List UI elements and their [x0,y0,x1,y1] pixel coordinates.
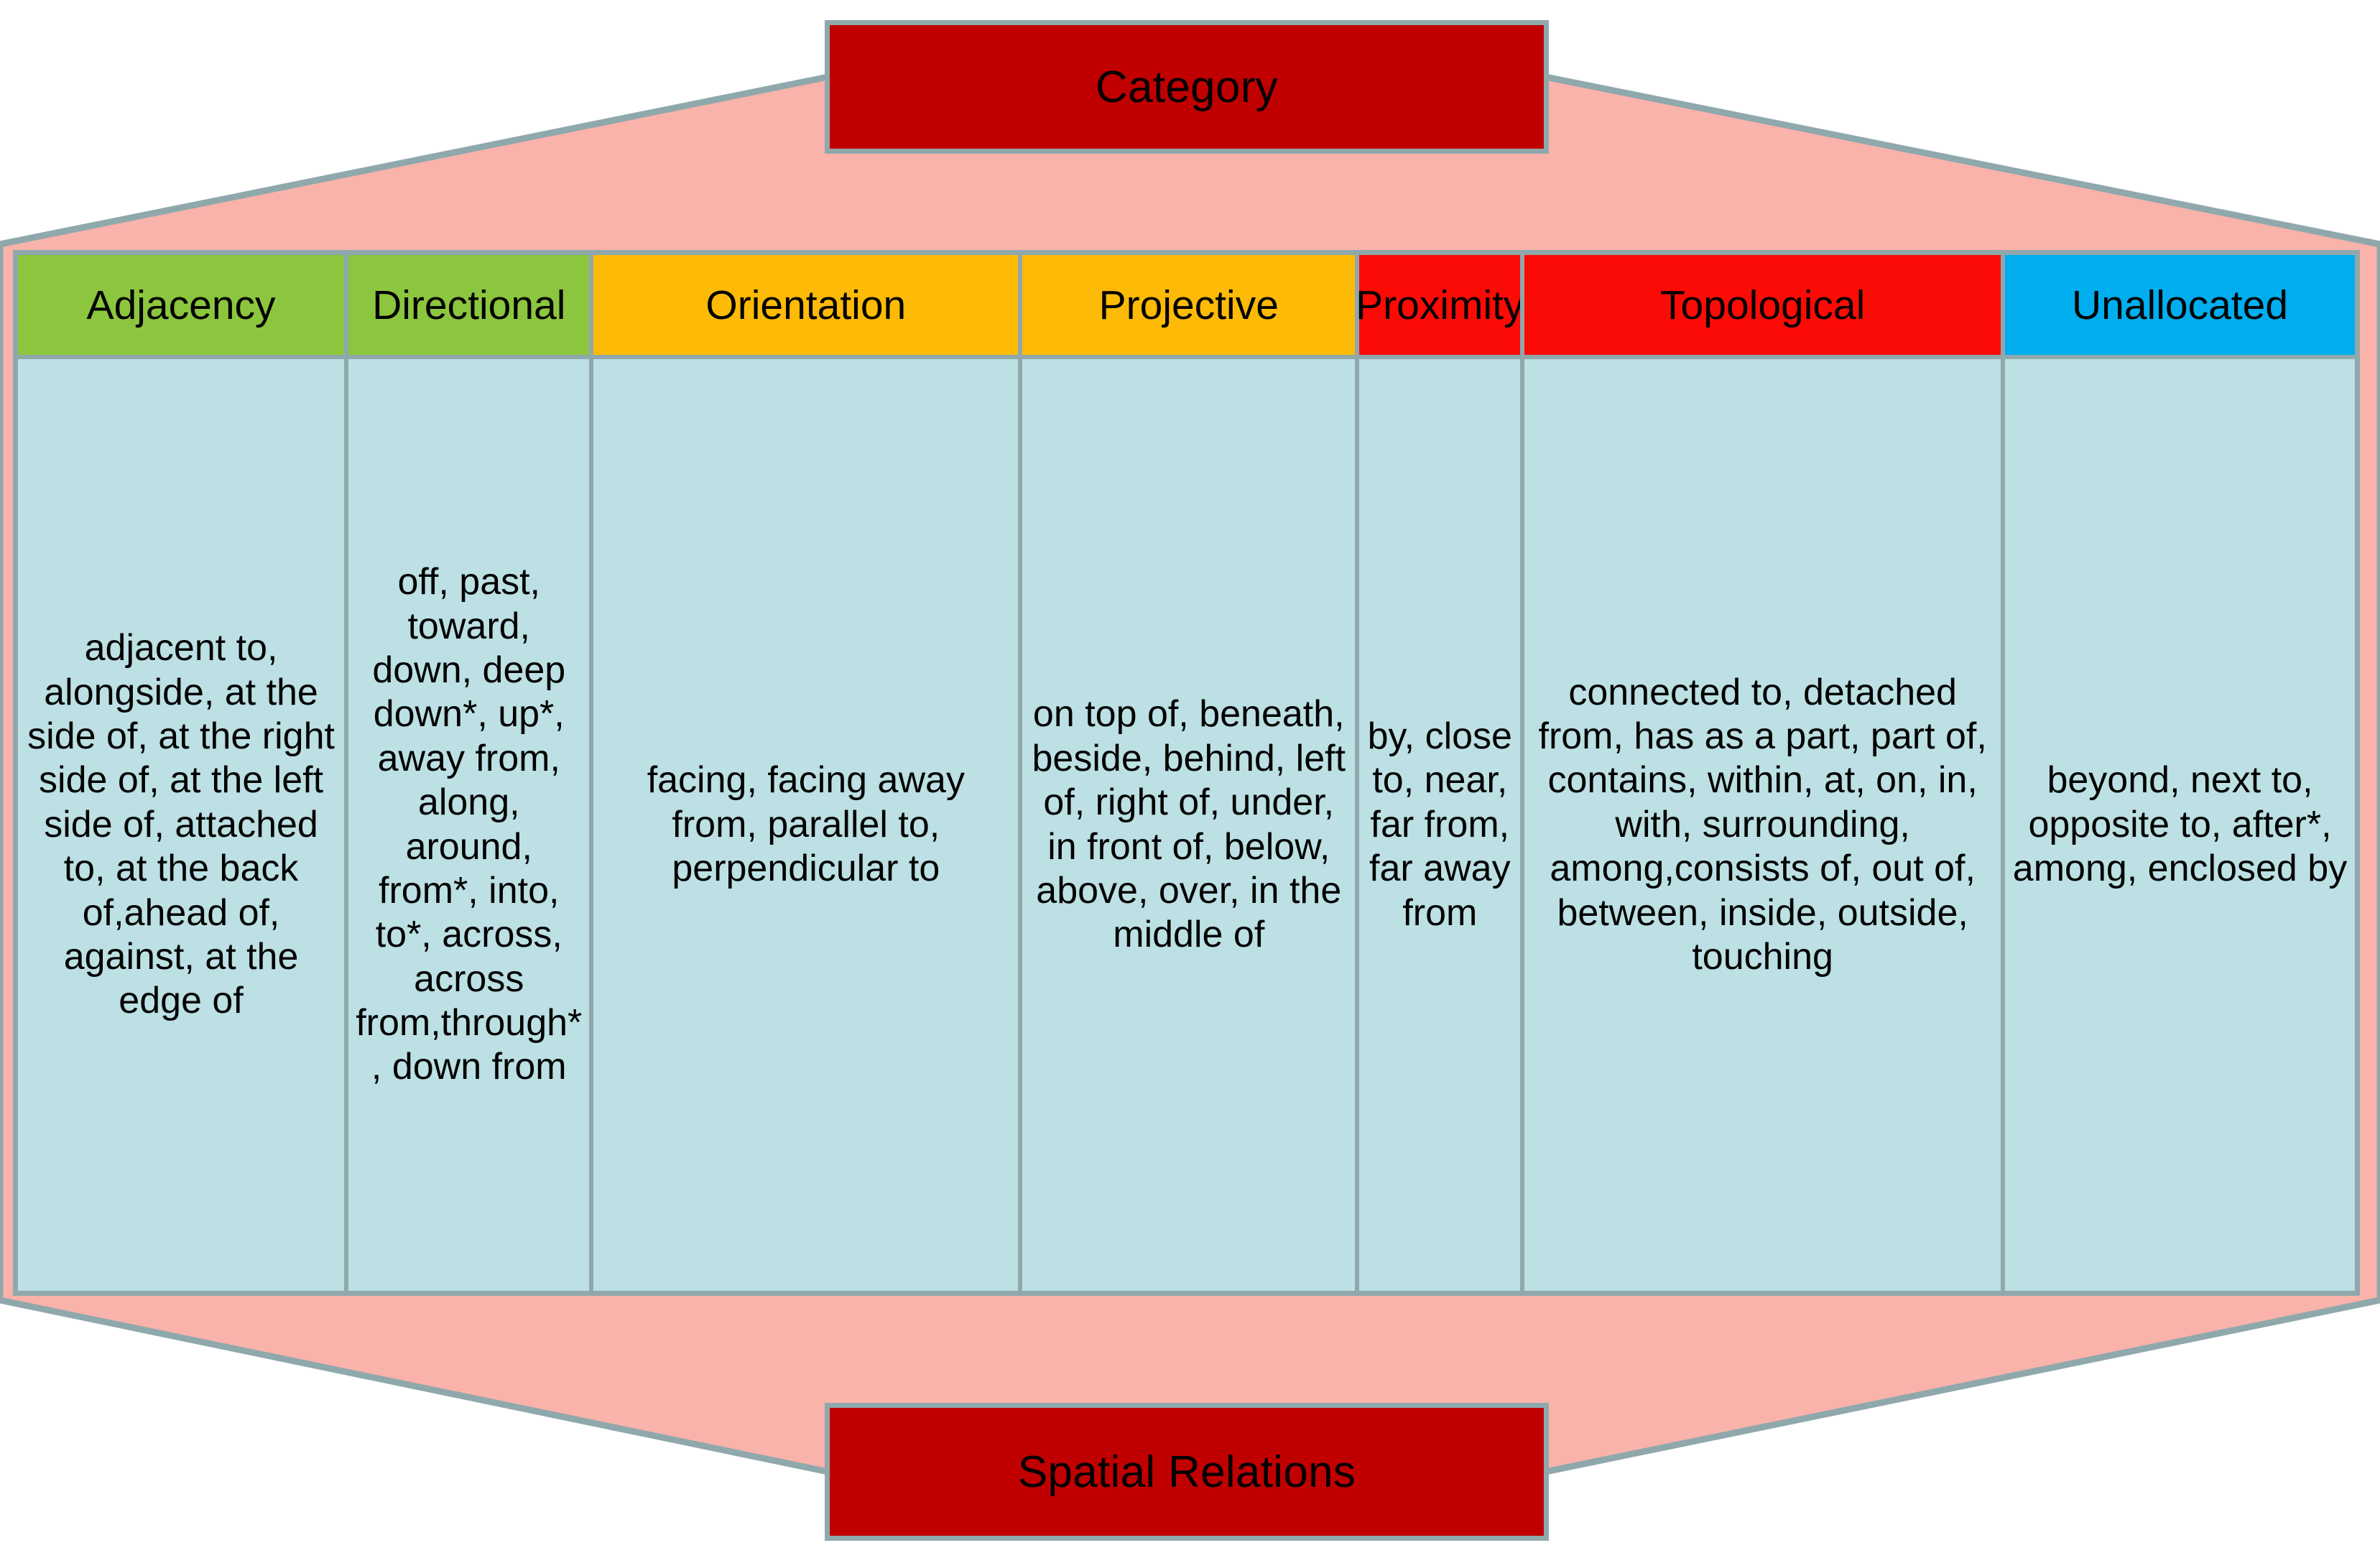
table-column-topological: Topological connected to, detached from,… [1520,250,2005,1296]
column-terms-unallocated: beyond, next to, opposite to, after*, am… [2004,359,2356,1296]
table-column-proximity: Proximity by, close to, near, far from, … [1355,250,1525,1296]
column-terms-proximity: by, close to, near, far from, far away f… [1359,359,1521,1296]
column-terms-adjacency: adjacent to, alongside, at the side of, … [18,359,345,1296]
column-header-proximity: Proximity [1356,250,1524,359]
column-terms-orientation: facing, facing away from, parallel to, p… [593,359,1019,1296]
category-title-label: Category [1096,62,1278,112]
column-header-label: Proximity [1356,282,1524,328]
category-title-box: Category [825,20,1549,154]
column-header-topological: Topological [1524,250,2001,359]
column-header-directional: Directional [348,250,590,359]
column-header-label: Adjacency [86,282,276,328]
category-table: Adjacency adjacent to, alongside, at the… [13,250,2361,1296]
column-header-label: Directional [372,282,566,328]
column-header-label: Unallocated [2071,282,2289,328]
column-terms-directional: off, past, toward, down, deep down*, up*… [348,359,590,1296]
table-column-directional: Directional off, past, toward, down, dee… [344,250,594,1296]
column-header-adjacency: Adjacency [18,250,345,359]
table-column-orientation: Orientation facing, facing away from, pa… [589,250,1023,1296]
column-header-unallocated: Unallocated [2004,250,2356,359]
column-terms-projective: on top of, beneath, beside, behind, left… [1022,359,1356,1296]
column-header-label: Projective [1098,282,1279,328]
table-column-unallocated: Unallocated beyond, next to, opposite to… [2000,250,2361,1296]
table-column-projective: Projective on top of, beneath, beside, b… [1018,250,1360,1296]
column-header-projective: Projective [1022,250,1356,359]
spatial-relations-title-box: Spatial Relations [825,1403,1549,1541]
column-header-orientation: Orientation [593,250,1019,359]
column-terms-topological: connected to, detached from, has as a pa… [1524,359,2001,1296]
table-column-adjacency: Adjacency adjacent to, alongside, at the… [13,250,349,1296]
column-header-label: Orientation [705,282,907,328]
spatial-relations-title-label: Spatial Relations [1017,1447,1356,1497]
column-header-label: Topological [1660,282,1866,328]
